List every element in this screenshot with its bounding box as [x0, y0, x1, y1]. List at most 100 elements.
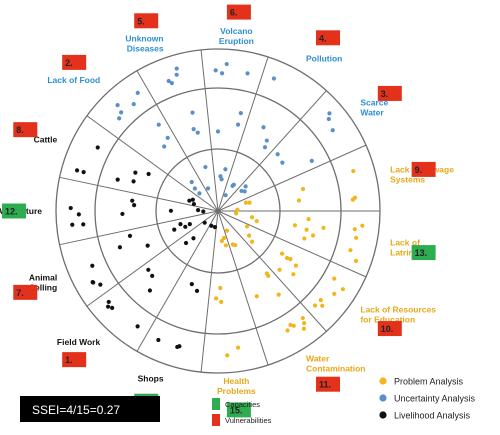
data-dot [225, 353, 230, 358]
sector-label-text: Cattle [34, 134, 58, 144]
vulnerability-box [62, 54, 87, 70]
sector-label-agriculture: Agriculture12. [0, 203, 42, 219]
data-dot [192, 186, 197, 191]
data-dot [243, 200, 249, 205]
data-dot [119, 110, 124, 115]
data-dot [332, 291, 337, 296]
data-dot [321, 225, 326, 230]
data-dot [285, 328, 290, 333]
data-dot [250, 239, 255, 244]
data-dot [230, 183, 235, 189]
data-dot [327, 111, 332, 116]
sector-number: 11. [319, 380, 331, 390]
data-dot [352, 195, 358, 200]
data-dot [223, 243, 229, 248]
data-dot [81, 222, 86, 227]
spoke [136, 70, 219, 212]
data-dot [132, 202, 137, 208]
data-dot [262, 145, 268, 150]
data-dot [320, 303, 325, 308]
spoke [217, 144, 367, 212]
data-dot [309, 158, 314, 164]
legend-label: Livelihood Analysis [394, 411, 471, 421]
data-dot [275, 152, 280, 157]
legend-dot-livelihood [379, 411, 387, 419]
data-dot [302, 236, 307, 241]
data-dot [296, 198, 302, 203]
data-dot [201, 209, 206, 214]
spoke [59, 176, 219, 212]
legend-box-label: Capacities [225, 400, 260, 409]
legend-label: Uncertainty Analysis [394, 394, 476, 404]
legend-label: Problem Analysis [394, 377, 464, 387]
data-dot [215, 129, 221, 134]
data-dot [348, 248, 353, 253]
data-dot [223, 193, 228, 198]
data-dot [133, 170, 138, 175]
data-dot [190, 110, 195, 115]
legend-box-label: Vulnerabilities [225, 416, 272, 425]
sector-number: 6. [230, 8, 238, 18]
data-dot [115, 102, 120, 108]
data-dot [279, 251, 285, 256]
data-dot [183, 224, 188, 229]
sector-number: 15. [230, 405, 243, 415]
data-dot [312, 303, 318, 308]
data-dot [332, 276, 337, 281]
data-dot [127, 233, 133, 238]
data-dot [288, 322, 293, 328]
data-dot [254, 294, 259, 299]
data-dot [209, 223, 214, 228]
vulnerability-box [316, 376, 340, 392]
data-dot [330, 128, 335, 133]
data-dot [76, 212, 81, 217]
data-dot [169, 81, 174, 86]
data-dot [174, 66, 179, 71]
sector-number: 1. [65, 355, 73, 365]
data-dot [213, 68, 218, 73]
data-dot [98, 282, 103, 287]
data-dot [195, 130, 200, 135]
data-dot [235, 122, 241, 127]
data-dot [68, 205, 73, 211]
data-dot [183, 240, 189, 246]
data-dot [310, 233, 316, 238]
data-dot [277, 267, 282, 272]
data-dot [195, 207, 201, 213]
spoke [200, 49, 219, 212]
legend-dot-problem [379, 377, 387, 385]
data-dot [162, 144, 167, 149]
vulnerability-box [377, 321, 402, 337]
data-dot [276, 292, 281, 297]
sector-number: 13. [415, 248, 428, 258]
data-dot [194, 288, 200, 294]
data-dot [254, 218, 259, 224]
ssei-value: SSEI=4/15=0.27 [32, 403, 120, 417]
data-dot [271, 76, 277, 81]
data-dot [291, 323, 296, 328]
data-dot [300, 315, 305, 321]
data-dot [156, 337, 161, 343]
data-dot [224, 61, 229, 67]
data-dot [130, 198, 135, 203]
data-dot [187, 222, 192, 227]
vulnerability-box [226, 4, 251, 20]
data-dot [203, 164, 208, 170]
data-dot [352, 227, 357, 232]
data-dot [261, 125, 266, 130]
capacity-box [411, 245, 436, 261]
data-dot [230, 242, 235, 247]
